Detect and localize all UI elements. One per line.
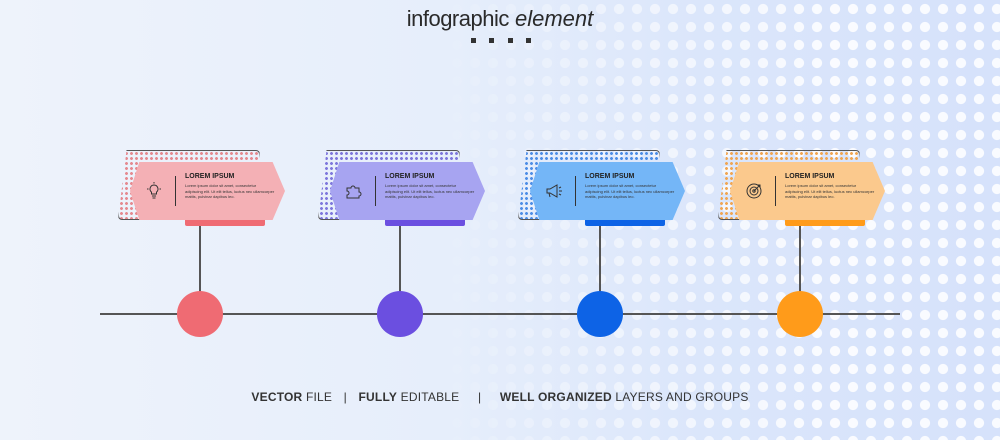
lightbulb-icon — [144, 181, 164, 201]
card-front-panel: LOREM IPSUM Lorem ipsum dolor sit amet, c… — [130, 162, 285, 220]
step-label: LOREM IPSUM — [185, 173, 235, 180]
card-front-panel: LOREM IPSUM Lorem ipsum dolor sit amet, c… — [730, 162, 885, 220]
footer-vector-rest: FILE — [302, 390, 333, 404]
step-description: Lorem ipsum dolor sit amet, consectetur … — [785, 183, 875, 199]
footer-separator: | — [343, 390, 347, 404]
step-label: LOREM IPSUM — [585, 173, 635, 180]
card-separator — [575, 176, 576, 206]
title-dots — [471, 38, 531, 44]
title-main: infographic — [406, 6, 510, 31]
timeline-line — [100, 313, 900, 315]
step-card: LOREM IPSUM Lorem ipsum dolor sit amet, c… — [118, 150, 310, 230]
step-label: LOREM IPSUM — [785, 173, 835, 180]
card-separator — [175, 176, 176, 206]
step-description: Lorem ipsum dolor sit amet, consectetur … — [185, 183, 275, 199]
title-emphasis: element — [514, 6, 594, 31]
footer-organized-bold: WELL ORGANIZED — [499, 390, 612, 404]
footer-editable-rest: EDITABLE — [397, 390, 460, 404]
card-front-panel: LOREM IPSUM Lorem ipsum dolor sit amet, c… — [530, 162, 685, 220]
card-separator — [375, 176, 376, 206]
puzzle-icon — [344, 181, 364, 201]
footer-separator: | — [470, 390, 489, 404]
step-card: LOREM IPSUM Lorem ipsum dolor sit amet, c… — [718, 150, 910, 230]
step-node — [777, 291, 823, 337]
halftone-background — [430, 0, 1000, 440]
step-connector — [199, 222, 201, 292]
card-front-panel: LOREM IPSUM Lorem ipsum dolor sit amet, c… — [330, 162, 485, 220]
megaphone-icon — [544, 181, 564, 201]
target-icon — [744, 181, 764, 201]
card-separator — [775, 176, 776, 206]
page-title: infographic element — [0, 6, 1000, 32]
step-connector — [799, 222, 801, 292]
step-card: LOREM IPSUM Lorem ipsum dolor sit amet, c… — [318, 150, 510, 230]
step-description: Lorem ipsum dolor sit amet, consectetur … — [385, 183, 475, 199]
footer-organized-rest: LAYERS AND GROUPS — [611, 390, 749, 404]
step-label: LOREM IPSUM — [385, 173, 435, 180]
step-card: LOREM IPSUM Lorem ipsum dolor sit amet, c… — [518, 150, 710, 230]
step-connector — [399, 222, 401, 292]
step-node — [577, 291, 623, 337]
footer: VECTOR FILE | FULLY EDITABLE | WELL ORGA… — [0, 390, 1000, 404]
footer-vector-bold: VECTOR — [251, 390, 303, 404]
footer-editable-bold: FULLY — [358, 390, 398, 404]
step-node — [177, 291, 223, 337]
step-node — [377, 291, 423, 337]
step-description: Lorem ipsum dolor sit amet, consectetur … — [585, 183, 675, 199]
step-connector — [599, 222, 601, 292]
